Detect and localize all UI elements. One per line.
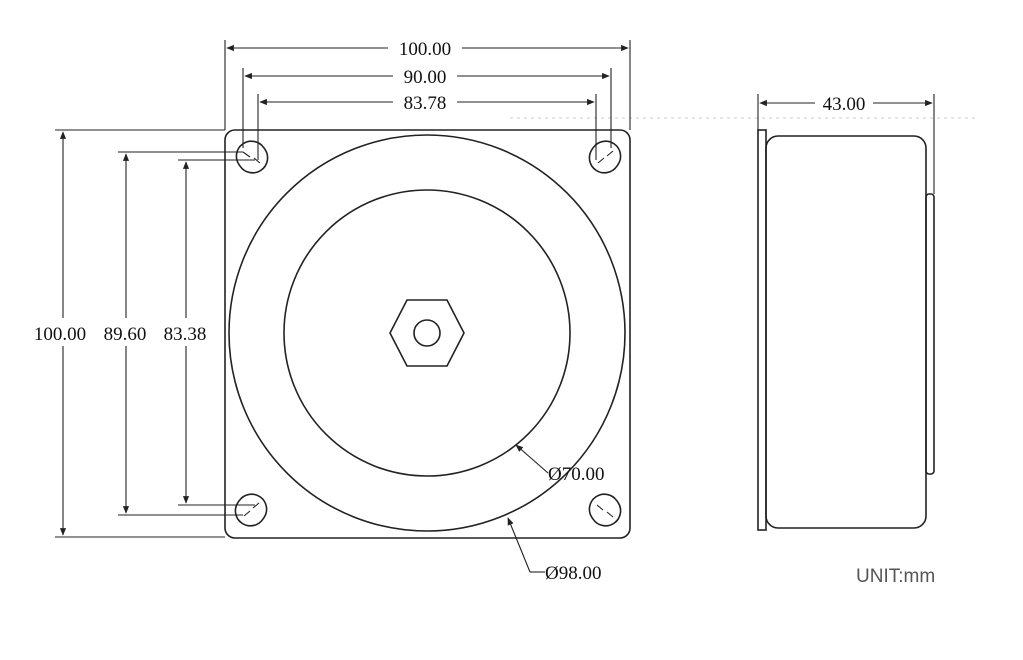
mounting-slot-top-right — [588, 140, 622, 174]
mounting-plate — [224, 129, 631, 539]
dim-width-slot-inner-label: 83.78 — [404, 93, 447, 114]
mounting-slot-bottom-right — [588, 493, 622, 527]
mounting-slot-top-left — [235, 140, 269, 174]
dim-height-slot-inner: 83.38 — [164, 161, 207, 504]
dim-width-slot-inner: 83.78 — [259, 93, 595, 114]
unit-label: UNIT:mm — [856, 566, 935, 587]
dim-height-overall-label: 100.00 — [34, 324, 86, 345]
dim-height-slot-outer: 89.60 — [104, 153, 147, 514]
hex-nut — [389, 299, 465, 367]
side-view: 43.00 — [757, 94, 935, 531]
dim-width-overall-label: 100.00 — [399, 39, 451, 60]
dim-depth-label: 43.00 — [823, 94, 866, 115]
dim-height-slot-outer-label: 89.60 — [104, 324, 147, 345]
dim-height-slot-inner-label: 83.38 — [164, 324, 207, 345]
inner-circle — [283, 189, 571, 477]
dim-outer-diameter-label: Ø98.00 — [545, 563, 601, 584]
dim-outer-diameter: Ø98.00 — [507, 517, 601, 584]
dim-height-overall: 100.00 — [34, 131, 86, 536]
front-view: 100.00 90.00 83.78 100.00 — [34, 39, 631, 584]
dim-inner-diameter-label: Ø70.00 — [548, 464, 604, 485]
side-rear-ridge — [925, 193, 935, 475]
side-body — [765, 135, 927, 529]
outer-circle — [228, 134, 626, 532]
dim-depth: 43.00 — [759, 94, 933, 115]
mounting-slot-bottom-left — [234, 493, 268, 527]
center-hole — [413, 319, 441, 347]
dim-inner-diameter: Ø70.00 — [515, 444, 604, 485]
dim-width-slot-outer-label: 90.00 — [404, 67, 447, 88]
dim-width-slot-outer: 90.00 — [244, 67, 610, 88]
side-plate — [757, 129, 767, 531]
dim-width-overall: 100.00 — [226, 39, 629, 60]
